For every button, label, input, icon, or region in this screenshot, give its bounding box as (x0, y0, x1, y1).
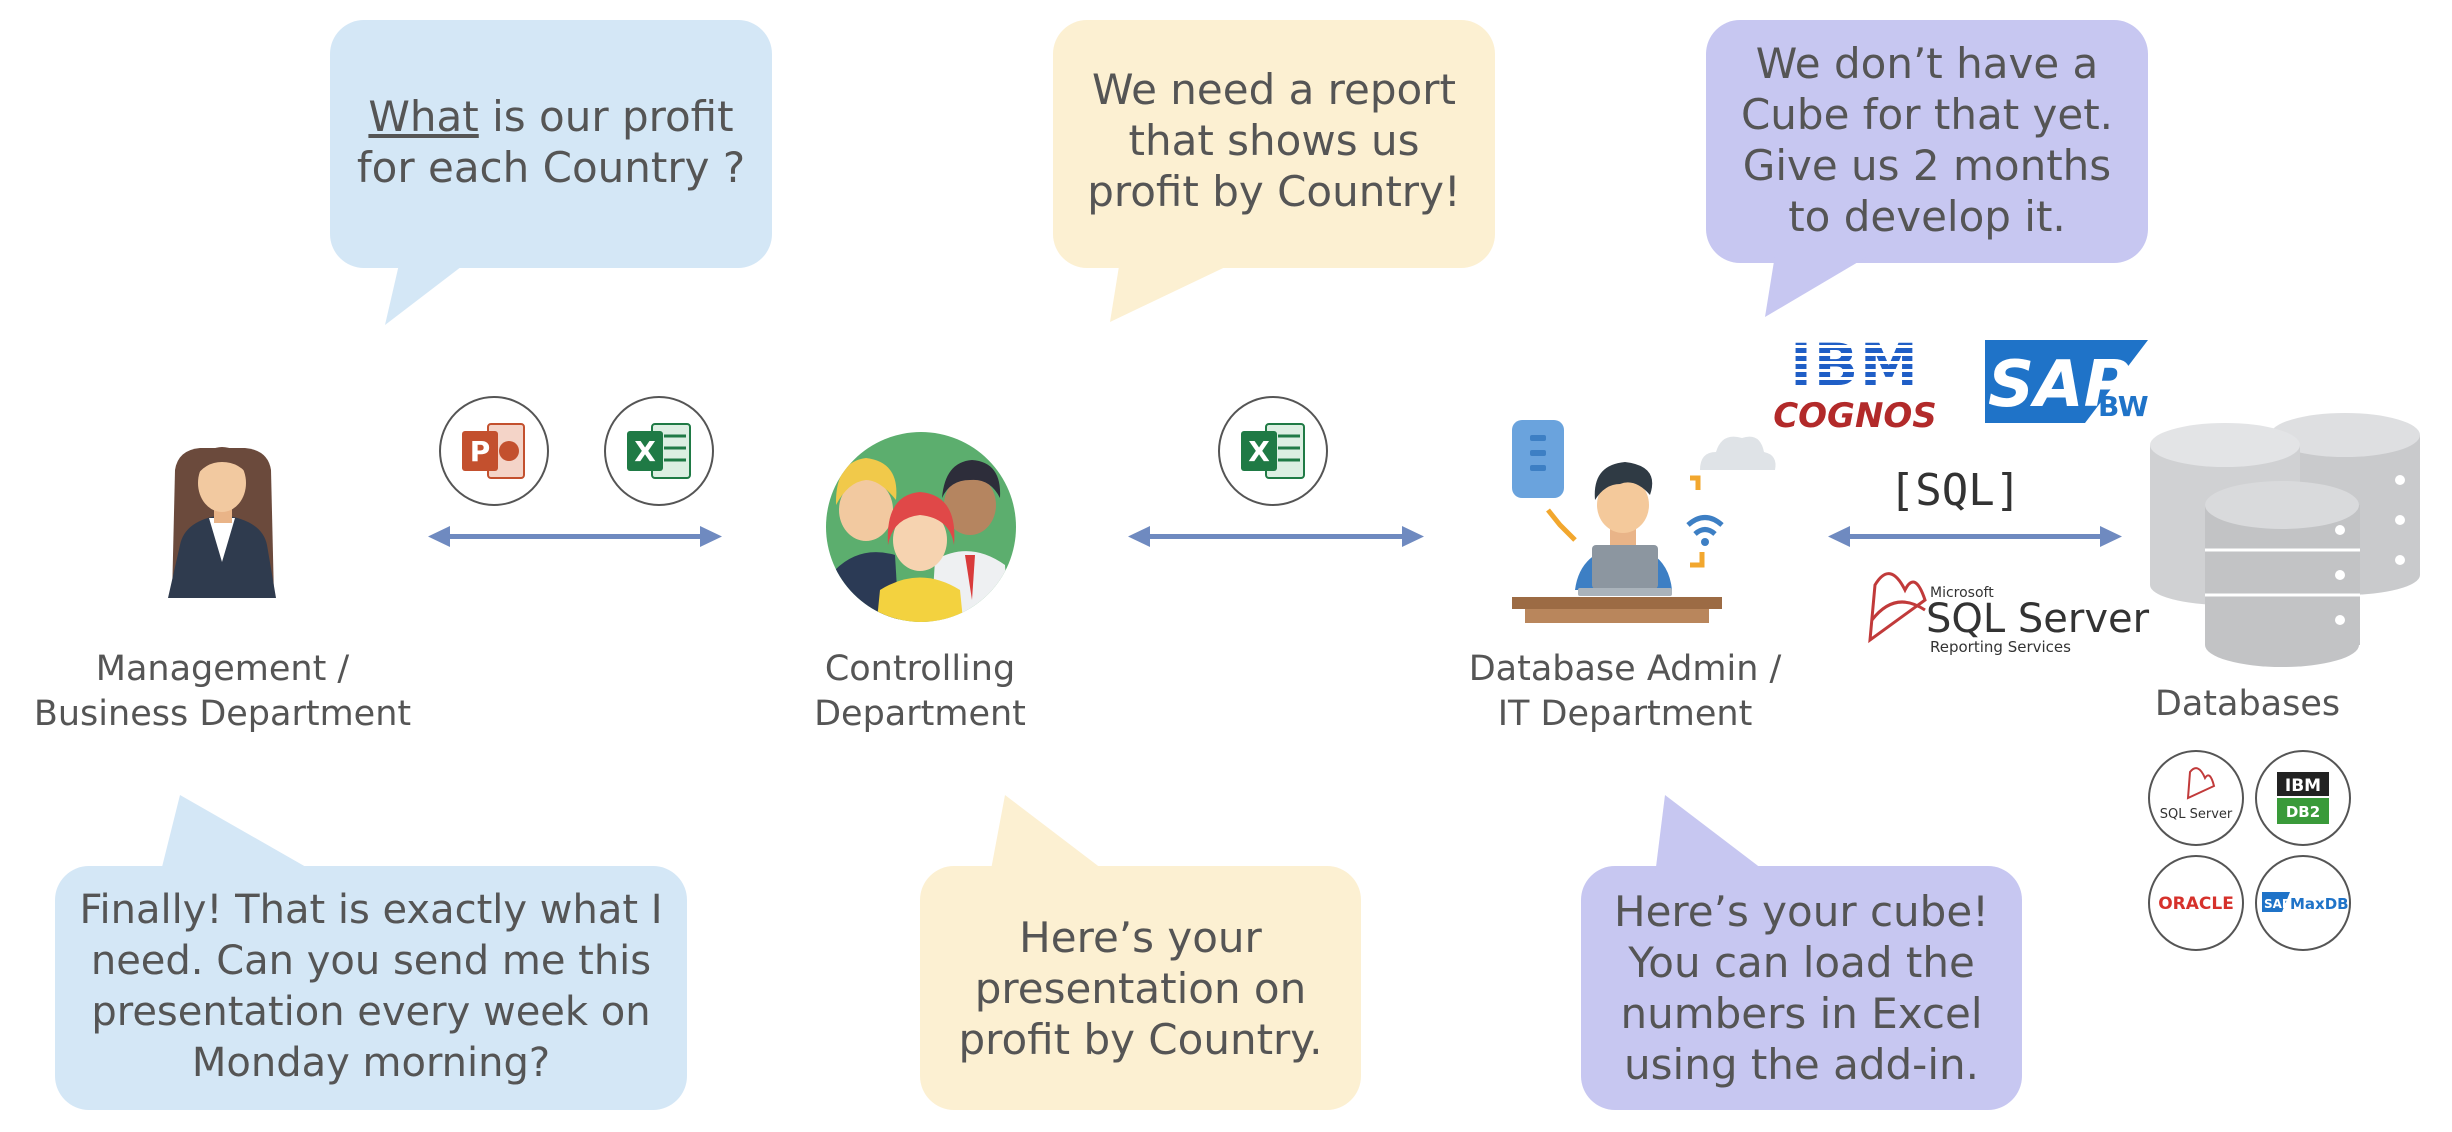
reply-line-1: We don’t have a (1755, 39, 2099, 88)
ibm-logo-text: IBM (1790, 331, 1920, 399)
team-icon (826, 432, 1016, 622)
controlling-label-line-1: Controlling (824, 649, 1016, 689)
bubble-management-question (330, 20, 772, 325)
database-stack-icon (2150, 413, 2420, 667)
it-label: Database Admin / IT Department (1455, 647, 1795, 737)
it-label-line-2: IT Department (1497, 694, 1753, 734)
request-line-3: profit by Country! (1087, 167, 1461, 216)
mssql-small-text: Microsoft (1930, 585, 1994, 601)
cognos-logo-text: COGNOS (1773, 396, 1937, 436)
reply-line-3: Give us 2 months (1742, 141, 2112, 190)
final-line-4: Monday morning? (191, 1040, 551, 1086)
final-line-1: Finally! That is exactly what I (79, 887, 663, 933)
sap-logo-text: SAP (1988, 348, 2131, 422)
it-admin-icon (1512, 420, 1776, 623)
final-line-2: need. Can you send me this (90, 938, 652, 984)
bubble-controlling-delivery-text: Here’s your presentation on profit by Co… (920, 912, 1361, 1065)
bubble-controlling-request-text: We need a report that shows us profit by… (1053, 64, 1495, 217)
svg-text:P: P (470, 435, 491, 468)
controlling-label: Controlling Department (770, 647, 1070, 737)
excel-icon: X (1218, 396, 1328, 506)
request-line-2: that shows us (1128, 116, 1420, 165)
ibm-db-text: IBM (2285, 776, 2321, 796)
bubble-it-reply-text: We don’t have a Cube for that yet. Give … (1706, 38, 2148, 242)
arrow-management-controlling (428, 526, 722, 547)
cube-line-3: numbers in Excel (1620, 989, 1983, 1038)
sap-maxdb-logo: SAP MaxDB (2255, 855, 2351, 951)
maxdb-text: MaxDB (2290, 895, 2349, 913)
sap-db-text: SAP (2264, 897, 2291, 911)
excel-icon: X (604, 396, 714, 506)
sqlserver-db-logo: SQL Server (2148, 750, 2244, 846)
powerpoint-icon: P (439, 396, 549, 506)
delivery-line-3: profit by Country. (958, 1015, 1323, 1064)
sql-tag: [SQL] (1889, 465, 2021, 516)
ibm-db2-logo: IBM DB2 (2255, 750, 2351, 846)
bubble-management-final (55, 795, 687, 1110)
controlling-label-line-2: Department (814, 694, 1026, 734)
businesswoman-icon (168, 447, 276, 598)
svg-text:X: X (1248, 435, 1270, 468)
ibm-cognos-logo: IBM COGNOS (1773, 331, 1937, 436)
bubble-controlling-delivery (920, 795, 1361, 1110)
it-label-line-1: Database Admin / (1468, 649, 1782, 689)
final-line-3: presentation every week on (91, 989, 651, 1035)
databases-label: Databases (2154, 684, 2341, 724)
delivery-line-1: Here’s your (1019, 913, 1262, 962)
sap-bw-text: BW (2098, 390, 2149, 423)
request-line-1: We need a report (1092, 65, 1456, 114)
sap-bw-logo: SAP BW (1985, 340, 2149, 423)
bubble-controlling-request (1053, 20, 1495, 322)
cube-line-2: You can load the (1628, 938, 1975, 987)
management-label-line-1: Management / (95, 649, 350, 689)
management-label: Management / Business Department (10, 647, 435, 737)
arrow-controlling-it (1128, 526, 1424, 547)
mssql-reporting-logo: Microsoft SQL Server Reporting Services (1868, 572, 2150, 656)
delivery-line-2: presentation on (974, 964, 1307, 1013)
cube-line-4: using the add-in. (1624, 1040, 1979, 1089)
arrow-it-databases (1828, 526, 2122, 547)
underlined-word: What (368, 92, 479, 141)
bubble-it-delivery-text: Here’s your cube! You can load the numbe… (1581, 886, 2022, 1090)
reply-line-4: to develop it. (1788, 192, 2066, 241)
bubble-management-final-text: Finally! That is exactly what I need. Ca… (55, 885, 687, 1089)
sqlserver-db-text: SQL Server (2160, 807, 2233, 822)
mssql-main-text: SQL Server (1926, 596, 2150, 642)
db2-text: DB2 (2286, 803, 2320, 821)
bubble-management-question-text: What is our profit for each Country ? (330, 91, 772, 193)
oracle-text: ORACLE (2158, 894, 2234, 914)
mssql-sub-text: Reporting Services (1930, 638, 2071, 656)
management-label-line-2: Business Department (33, 694, 412, 734)
bubble-it-reply (1706, 20, 2148, 317)
cube-line-1: Here’s your cube! (1613, 887, 1990, 936)
svg-text:X: X (634, 435, 656, 468)
question-line-1: is our profit (478, 92, 734, 141)
question-line-2: for each Country ? (356, 143, 746, 192)
oracle-logo: ORACLE (2148, 855, 2244, 951)
bubble-it-delivery (1581, 795, 2022, 1110)
reply-line-2: Cube for that yet. (1740, 90, 2114, 139)
